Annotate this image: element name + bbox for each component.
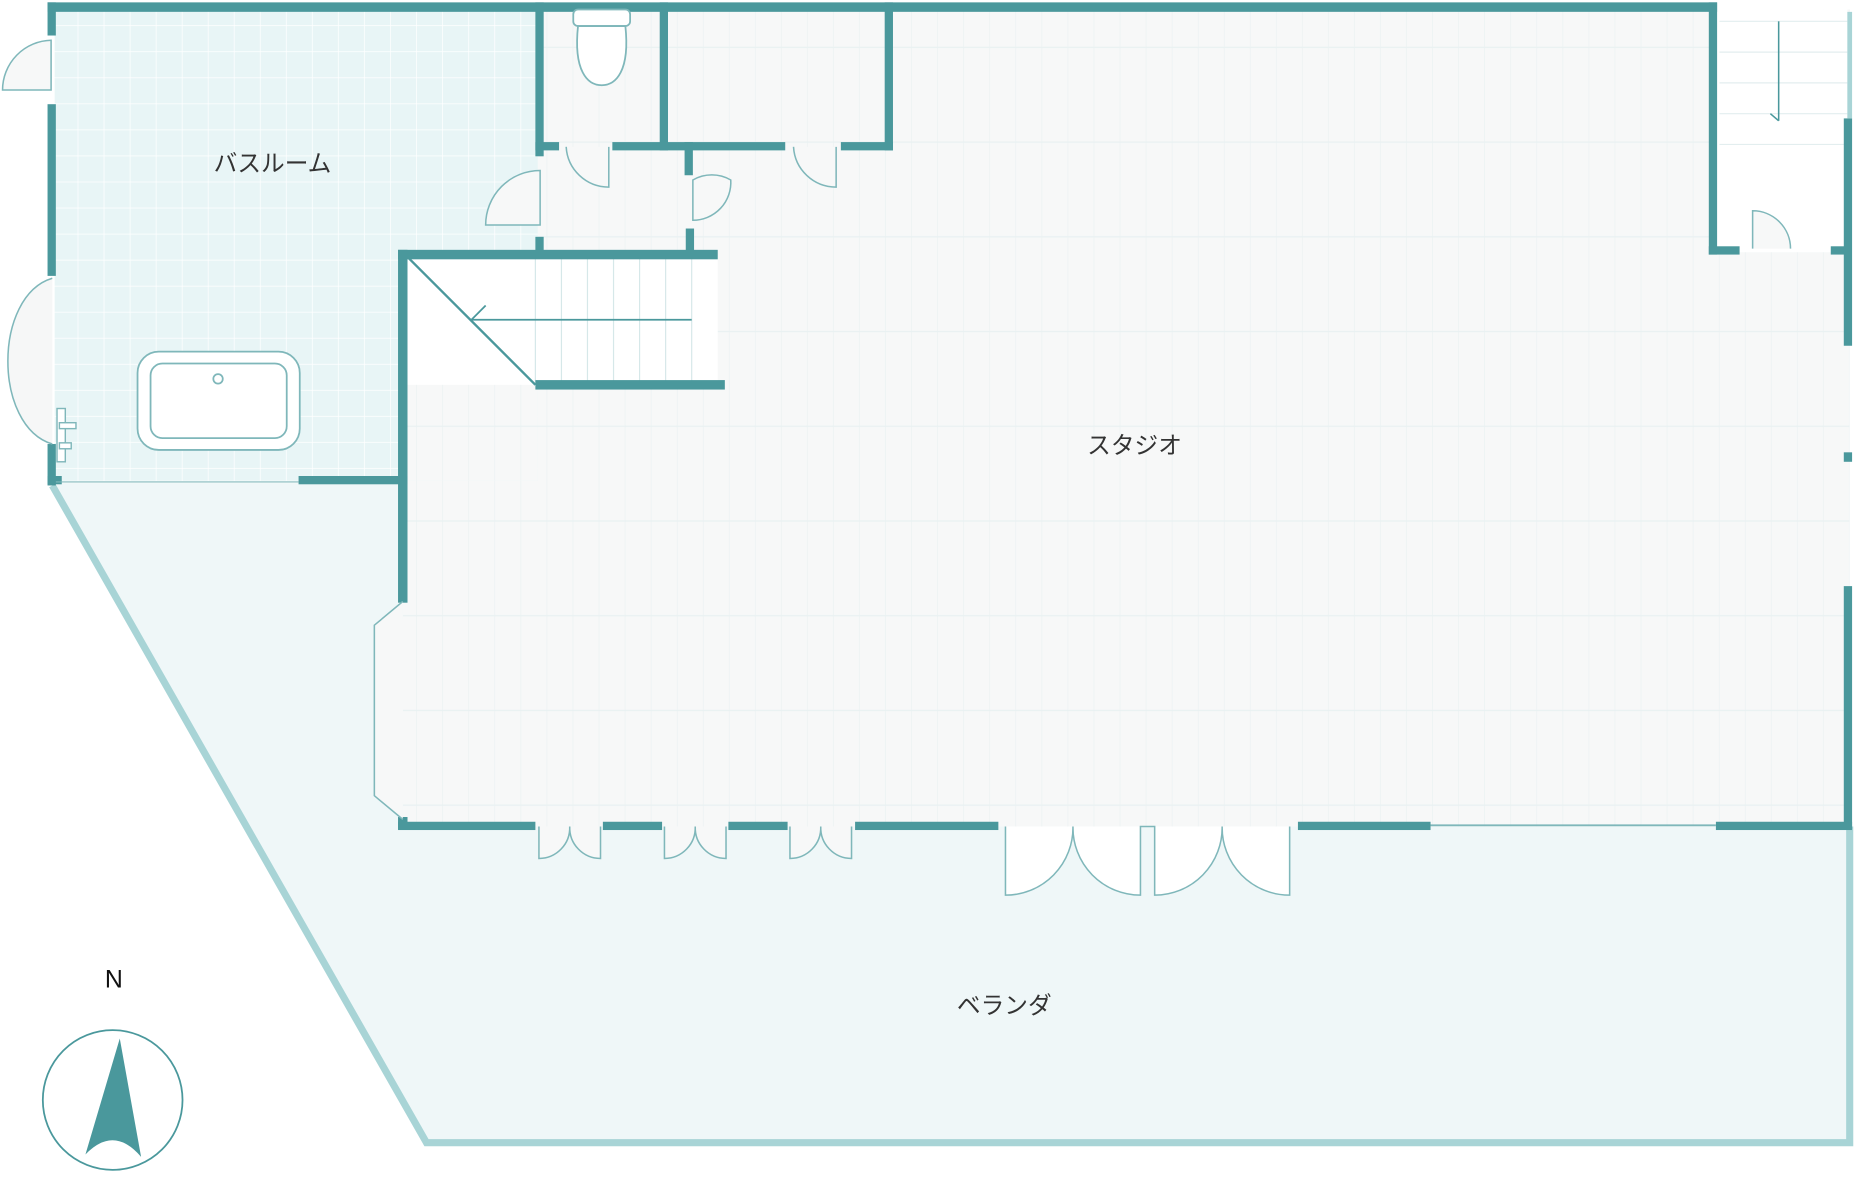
- north-label: N: [105, 966, 123, 994]
- room-label-bathroom: バスルーム: [214, 150, 332, 178]
- staircase-right: [1719, 20, 1848, 146]
- compass-ring-icon: [41, 1029, 184, 1171]
- toilet-icon: [572, 8, 632, 87]
- shower-tap-icon: [56, 407, 77, 463]
- studio-floor: [402, 9, 1850, 827]
- room-label-studio: スタジオ: [1087, 432, 1182, 460]
- bathtub-icon: [136, 350, 301, 451]
- staircase: [406, 256, 718, 386]
- doors: [1, 39, 1792, 896]
- north-arrow-icon: [85, 1038, 142, 1157]
- north-compass: N: [41, 966, 184, 1171]
- walls: [47, 2, 1853, 831]
- room-label-veranda: ベランダ: [957, 992, 1052, 1020]
- veranda-area: [49, 483, 1854, 1147]
